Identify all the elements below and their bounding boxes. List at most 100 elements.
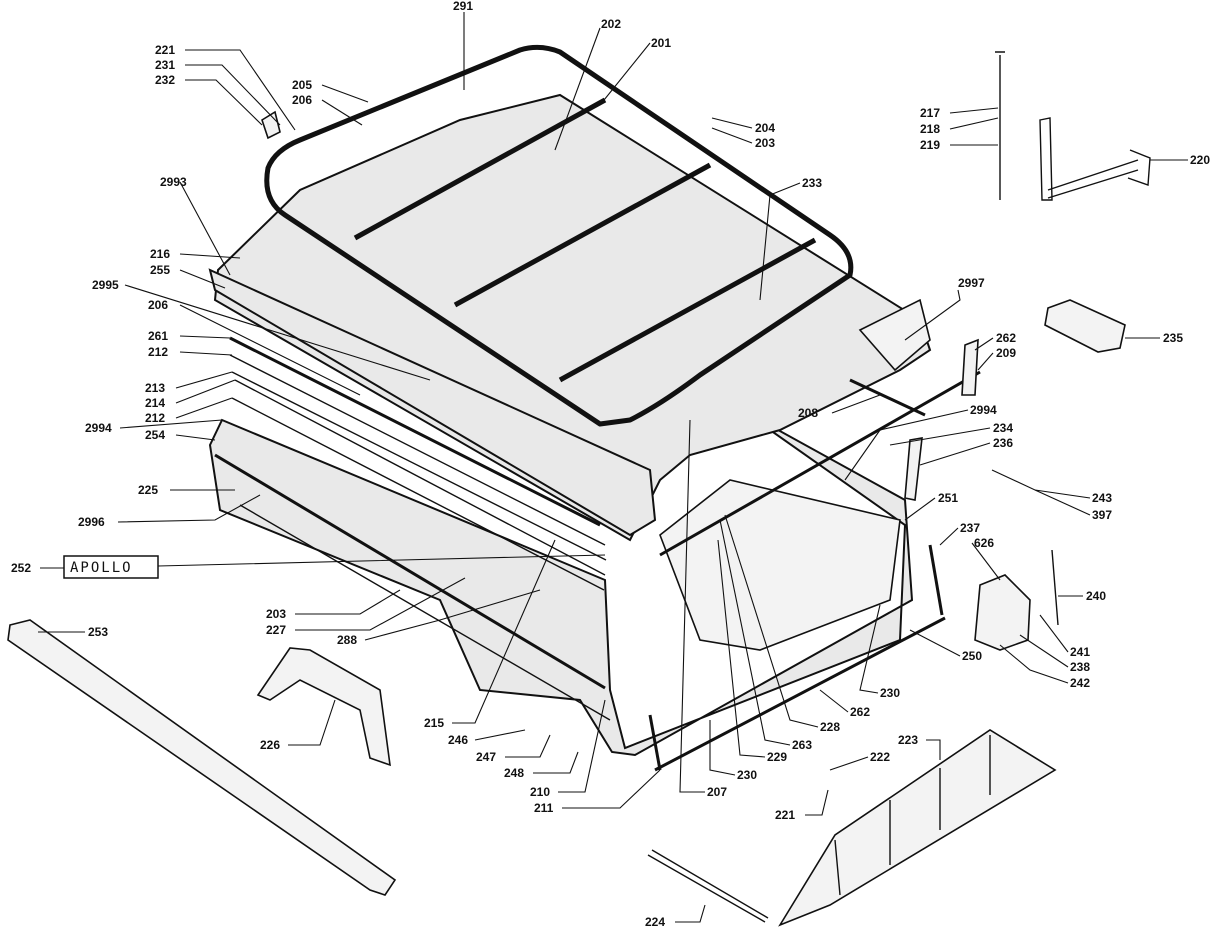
leader-262a bbox=[974, 337, 994, 351]
leader-229 bbox=[717, 539, 766, 758]
callout-206: 206 bbox=[292, 93, 312, 107]
callout-225: 225 bbox=[138, 483, 158, 497]
callout-254: 254 bbox=[145, 428, 165, 442]
callout-229: 229 bbox=[767, 750, 787, 764]
apollo-badge-frame bbox=[63, 555, 159, 579]
leader-216 bbox=[179, 253, 241, 259]
callout-235: 235 bbox=[1163, 331, 1183, 345]
callout-203b: 203 bbox=[266, 607, 286, 621]
callout-243: 243 bbox=[1092, 491, 1112, 505]
callout-248: 248 bbox=[504, 766, 524, 780]
leader-397 bbox=[1034, 489, 1091, 516]
callout-236: 236 bbox=[993, 436, 1013, 450]
part-237-strip bbox=[928, 544, 944, 616]
leader-246 bbox=[474, 729, 526, 741]
callout-237: 237 bbox=[960, 521, 980, 535]
strip-250 bbox=[654, 616, 946, 772]
leader-255 bbox=[179, 269, 226, 289]
leader-248 bbox=[533, 751, 579, 774]
leader-233 bbox=[759, 182, 801, 301]
roof-seal-rib-3 bbox=[558, 237, 817, 383]
callout-204: 204 bbox=[755, 121, 775, 135]
leader-2994a bbox=[119, 419, 223, 429]
callout-2995: 2995 bbox=[92, 278, 119, 292]
callout-2993: 2993 bbox=[160, 175, 187, 189]
callout-217: 217 bbox=[920, 106, 940, 120]
leader-209 bbox=[977, 352, 994, 371]
callout-238: 238 bbox=[1070, 660, 1090, 674]
callout-208: 208 bbox=[798, 406, 818, 420]
leader-214 bbox=[175, 379, 236, 404]
box-side-rail bbox=[214, 453, 606, 690]
leader-262b bbox=[819, 689, 849, 713]
callout-223: 223 bbox=[898, 733, 918, 747]
callout-230b: 230 bbox=[737, 768, 757, 782]
callout-262b: 262 bbox=[850, 705, 870, 719]
callout-232: 232 bbox=[155, 73, 175, 87]
leader-232 bbox=[185, 79, 263, 126]
callout-2996: 2996 bbox=[78, 515, 105, 529]
roof-seal-rib-2 bbox=[453, 162, 712, 308]
leader-228 bbox=[724, 514, 819, 728]
callout-253: 253 bbox=[88, 625, 108, 639]
leader-261 bbox=[179, 335, 231, 339]
callout-210: 210 bbox=[530, 785, 550, 799]
callout-626: 626 bbox=[974, 536, 994, 550]
box-floor bbox=[659, 479, 901, 651]
roof-seal-rib-1 bbox=[353, 97, 607, 241]
leader-207 bbox=[679, 419, 705, 793]
callout-397: 397 bbox=[1092, 508, 1112, 522]
callout-212b: 212 bbox=[145, 411, 165, 425]
callout-250: 250 bbox=[962, 649, 982, 663]
part-626-hinge bbox=[974, 574, 1031, 651]
callout-219: 219 bbox=[920, 138, 940, 152]
callout-212: 212 bbox=[148, 345, 168, 359]
callout-262: 262 bbox=[996, 331, 1016, 345]
leader-250 bbox=[909, 629, 961, 657]
leader-221b bbox=[805, 789, 829, 816]
leader-203b bbox=[295, 589, 401, 615]
leader-217 bbox=[949, 107, 999, 114]
leader-226 bbox=[288, 699, 336, 746]
callout-240: 240 bbox=[1086, 589, 1106, 603]
roof-seal-outer bbox=[264, 44, 854, 427]
part-240-strip bbox=[1051, 549, 1059, 626]
leader-222 bbox=[829, 756, 869, 771]
callout-228: 228 bbox=[820, 720, 840, 734]
leader-254 bbox=[175, 434, 216, 441]
callout-233: 233 bbox=[802, 176, 822, 190]
callout-209: 209 bbox=[996, 346, 1016, 360]
roof-panel-2997 bbox=[858, 298, 931, 372]
strip-212-upper bbox=[229, 354, 606, 546]
leader-231 bbox=[185, 64, 281, 126]
apollo-badge: APOLLO bbox=[63, 555, 159, 579]
leader-lines bbox=[38, 12, 1188, 923]
leader-205 bbox=[321, 84, 369, 103]
callout-263: 263 bbox=[792, 738, 812, 752]
callout-201: 201 bbox=[651, 36, 671, 50]
callout-261: 261 bbox=[148, 329, 168, 343]
callout-251: 251 bbox=[938, 491, 958, 505]
leader-243 bbox=[991, 469, 1091, 499]
callout-205: 205 bbox=[292, 78, 312, 92]
callout-211: 211 bbox=[534, 801, 554, 815]
callout-246: 246 bbox=[448, 733, 468, 747]
part-223-ribs bbox=[834, 735, 991, 896]
leader-236 bbox=[919, 442, 991, 466]
leader-230a bbox=[859, 604, 881, 694]
leader-206b bbox=[179, 304, 361, 396]
callout-231: 231 bbox=[155, 58, 175, 72]
leader-206a bbox=[321, 99, 363, 126]
part-219-rod bbox=[995, 51, 1005, 200]
strip-208 bbox=[849, 378, 926, 417]
strip-212-lower bbox=[231, 397, 605, 591]
strip-214 bbox=[234, 379, 606, 576]
part-236-bracket bbox=[904, 437, 923, 501]
leader-252 bbox=[40, 554, 606, 569]
loose-parts bbox=[7, 51, 1151, 927]
leader-221a bbox=[185, 49, 296, 131]
callout-labels: 291 202 201 221 231 232 205 206 204 203 … bbox=[11, 0, 1210, 929]
callout-252: 252 bbox=[11, 561, 31, 575]
leader-237 bbox=[939, 527, 959, 546]
leader-234 bbox=[889, 427, 991, 446]
